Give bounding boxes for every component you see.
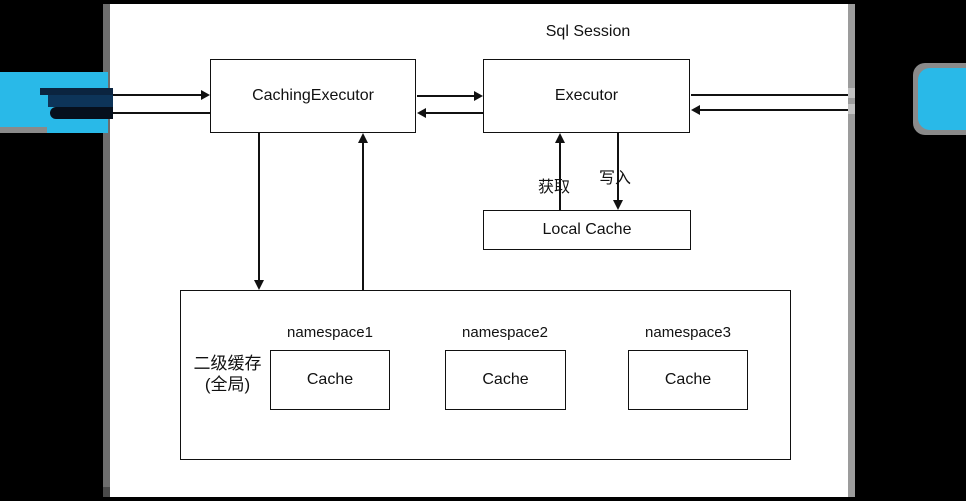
- arrow-left-to-cachingexecutor-head: [201, 90, 210, 100]
- global-cache-label-line1: 二级缓存: [193, 354, 262, 373]
- left-accent-glyph-pill: [50, 107, 113, 119]
- arrow-globalcache-to-cachingexecutor-line: [362, 143, 364, 290]
- diagram-title: Sql Session: [545, 23, 631, 40]
- arrow-cachingexecutor-to-globalcache-head: [254, 280, 264, 290]
- node-caching-executor: CachingExecutor: [210, 59, 416, 133]
- local-cache-label: Local Cache: [542, 221, 632, 238]
- global-cache-label: 二级缓存 (全局): [180, 353, 275, 395]
- executor-label: Executor: [554, 87, 619, 104]
- arrow-cachingexecutor-to-globalcache-line: [258, 133, 260, 280]
- namespace3-cache-label: Cache: [664, 371, 712, 388]
- caching-executor-label: CachingExecutor: [252, 87, 374, 104]
- right-strip-mark-top: [848, 88, 855, 98]
- namespace1-cache-node: Cache: [270, 350, 390, 410]
- arrow-get-head: [555, 133, 565, 143]
- node-executor: Executor: [483, 59, 690, 133]
- right-accent-shape: [918, 68, 966, 130]
- line-cachingexecutor-to-left: [113, 112, 210, 114]
- namespace2-cache-node: Cache: [445, 350, 566, 410]
- left-accent-glyph-block: [48, 95, 113, 107]
- arrow-cachingexecutor-to-executor-line: [417, 95, 474, 97]
- namespace1-label: namespace1: [287, 324, 373, 341]
- left-strip-corner-mark: [103, 487, 110, 497]
- arrow-write-line: [617, 133, 619, 200]
- right-strip-mark-bottom: [848, 104, 855, 114]
- edge-write-label: 写入: [599, 170, 632, 187]
- arrow-write-head: [613, 200, 623, 210]
- right-border-strip: [848, 4, 855, 497]
- namespace3-label: namespace3: [645, 324, 731, 341]
- global-cache-label-line2: (全局): [204, 375, 251, 394]
- node-local-cache: Local Cache: [483, 210, 691, 250]
- namespace2-label: namespace2: [462, 324, 548, 341]
- arrow-cachingexecutor-to-executor-head: [474, 91, 483, 101]
- arrow-executor-to-cachingexecutor-line: [426, 112, 483, 114]
- arrow-left-to-cachingexecutor-line: [113, 94, 201, 96]
- namespace2-cache-label: Cache: [482, 371, 529, 388]
- left-accent-gray-underline: [0, 127, 47, 133]
- left-accent-glyph-bar: [40, 88, 113, 95]
- arrow-right-to-executor-head: [691, 105, 700, 115]
- namespace1-cache-label: Cache: [306, 371, 354, 388]
- line-executor-to-right: [691, 94, 848, 96]
- arrow-executor-to-cachingexecutor-head: [417, 108, 426, 118]
- arrow-globalcache-to-cachingexecutor-head: [358, 133, 368, 143]
- namespace3-cache-node: Cache: [628, 350, 748, 410]
- edge-get-label: 获取: [538, 179, 571, 196]
- left-border-strip: [103, 4, 110, 497]
- arrow-right-to-executor-line: [700, 109, 848, 111]
- arrow-get-line: [559, 143, 561, 210]
